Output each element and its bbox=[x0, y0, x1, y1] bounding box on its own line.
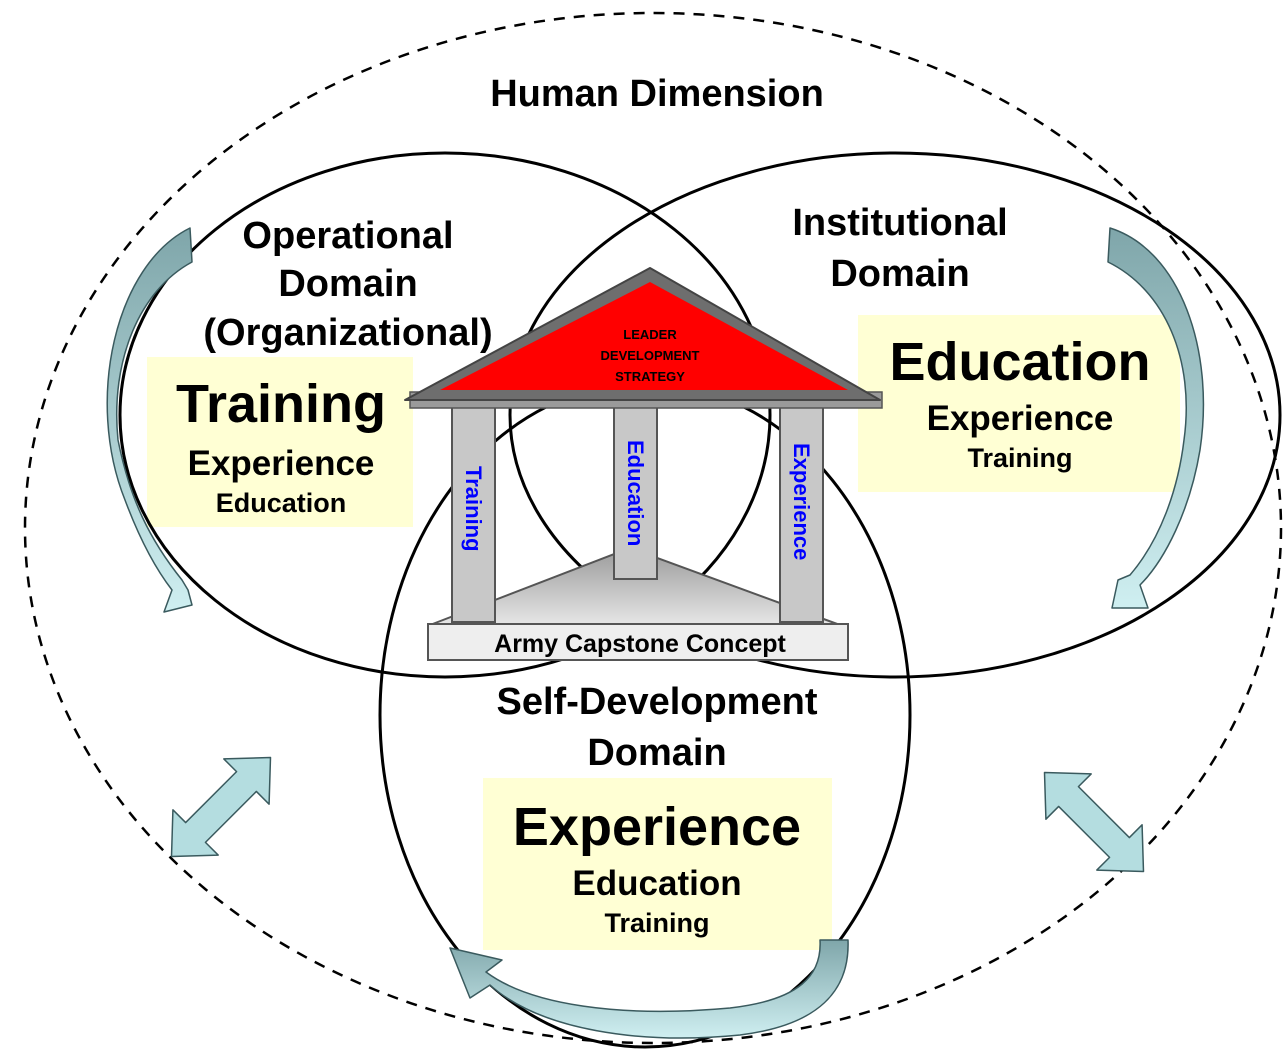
institutional-secondary: Experience bbox=[927, 399, 1114, 438]
curved-arrow-right bbox=[1107, 227, 1205, 609]
institutional-highlight-box bbox=[858, 315, 1180, 492]
self-development-secondary: Education bbox=[572, 864, 741, 903]
pillar-right bbox=[779, 406, 824, 623]
self-development-domain-title: Self-Development Domain bbox=[497, 681, 818, 774]
pillar-right-label: Experience bbox=[789, 443, 814, 560]
double-arrow-left bbox=[170, 756, 272, 858]
leader-development-temple: Training Education Experience Army Capst… bbox=[404, 267, 883, 661]
operational-domain-title: Operational Domain (Organizational) bbox=[203, 215, 492, 354]
institutional-domain-title: Institutional Domain bbox=[792, 202, 1007, 295]
pillar-left bbox=[451, 406, 496, 623]
roof-label-line-1: LEADER bbox=[623, 327, 677, 342]
temple-roof bbox=[440, 282, 848, 390]
institutional-title-line-1: Institutional bbox=[792, 202, 1007, 244]
institutional-title-line-2: Domain bbox=[830, 253, 969, 295]
pillar-middle-label: Education bbox=[623, 440, 648, 546]
self-development-highlight-box bbox=[483, 778, 832, 950]
operational-highlight-box bbox=[147, 357, 413, 527]
self-development-primary: Experience bbox=[513, 797, 801, 857]
curved-arrow-bottom bbox=[449, 939, 849, 1039]
roof-label-line-3: STRATEGY bbox=[615, 369, 685, 384]
self-development-title-line-1: Self-Development bbox=[497, 681, 818, 723]
institutional-domain-circle bbox=[508, 151, 1282, 679]
institutional-tertiary: Training bbox=[967, 443, 1072, 473]
double-arrow-right bbox=[1043, 771, 1145, 873]
human-dimension-boundary bbox=[23, 11, 1283, 1045]
roof-label: LEADER DEVELOPMENT STRATEGY bbox=[601, 327, 700, 384]
pillar-middle bbox=[613, 406, 658, 580]
operational-primary: Training bbox=[176, 374, 386, 434]
operational-title-line-2: Domain bbox=[278, 263, 417, 305]
operational-secondary: Experience bbox=[188, 444, 375, 483]
roof-label-line-2: DEVELOPMENT bbox=[601, 348, 700, 363]
curved-arrow-left bbox=[106, 227, 193, 613]
temple-base bbox=[427, 623, 849, 661]
operational-tertiary: Education bbox=[216, 488, 347, 518]
temple-base-label: Army Capstone Concept bbox=[494, 630, 786, 658]
self-development-title-line-2: Domain bbox=[587, 732, 726, 774]
operational-title-line-3: (Organizational) bbox=[203, 312, 492, 354]
institutional-primary: Education bbox=[889, 332, 1150, 392]
pillar-left-label: Training bbox=[461, 466, 486, 552]
self-development-tertiary: Training bbox=[604, 908, 709, 938]
operational-title-line-1: Operational bbox=[242, 215, 453, 257]
human-dimension-title: Human Dimension bbox=[490, 73, 824, 115]
operational-domain-circle bbox=[118, 151, 772, 679]
